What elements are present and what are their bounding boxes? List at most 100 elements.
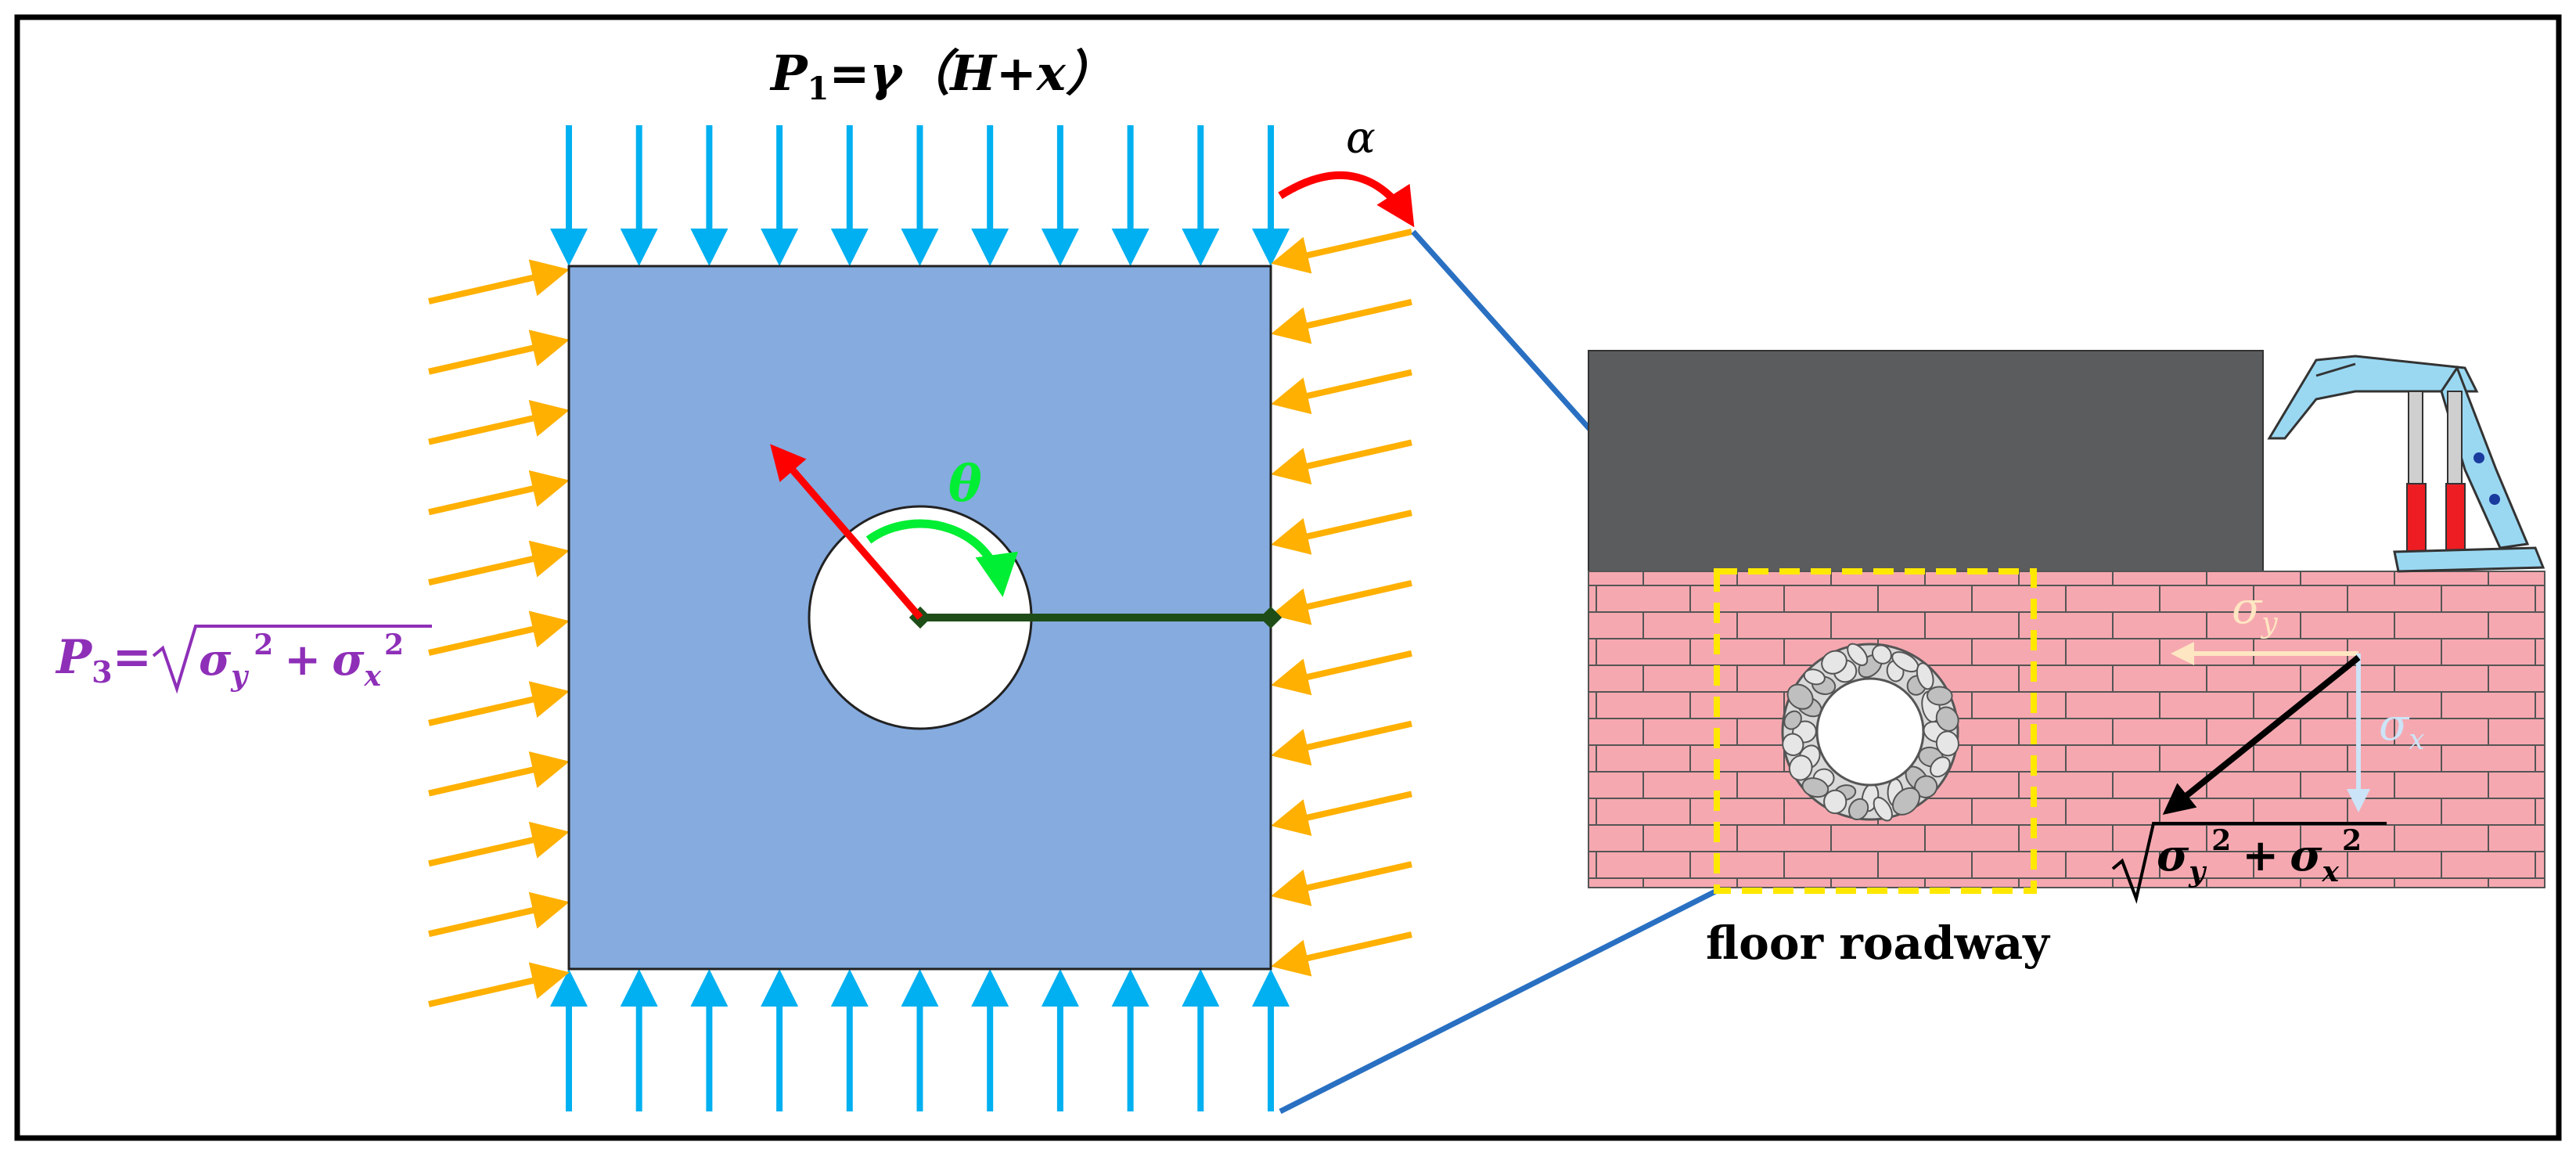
res-sigma-x: σ	[2290, 830, 2322, 881]
horizontal-load-arrow-left	[428, 540, 570, 586]
sigma-y-label: σy	[2232, 583, 2278, 639]
p1-label: P1=γ（H+x）	[769, 45, 1114, 107]
rock-fragment	[1801, 777, 1829, 798]
horizontal-load-arrow-left	[428, 611, 570, 656]
p3-square-1: 2	[254, 629, 273, 661]
rock-fragment	[1891, 787, 1920, 816]
sigma-y-symbol: σ	[2232, 583, 2263, 634]
p3-symbol: P	[55, 630, 93, 685]
horizontal-load-arrow-right	[1271, 931, 1412, 977]
rock-fragment	[1916, 662, 1934, 690]
horizontal-load-arrow-right	[1271, 229, 1412, 274]
res-sigma-y: σ	[2157, 830, 2189, 881]
floor-roadway-label: floor roadway	[1706, 917, 2051, 970]
horizontal-load-arrow-left	[428, 681, 570, 726]
alpha-arc-arrow	[1278, 171, 1415, 228]
rock-fragment	[1935, 706, 1959, 732]
res-sigma-y-sub: y	[2188, 855, 2207, 888]
p1-expression: =γ（H+x）	[829, 45, 1114, 102]
gob-area	[1588, 350, 2264, 572]
sigma-y-subscript: y	[2260, 607, 2278, 639]
horizontal-load-arrow-right	[1271, 510, 1412, 555]
p3-sigma-y: σ	[199, 634, 232, 686]
rock-fragment	[1935, 730, 1959, 757]
red-radius-arrow	[770, 444, 923, 620]
p1-symbol: P	[769, 45, 809, 102]
vertical-load-arrows	[550, 125, 1290, 1111]
connector-line-bottom	[1279, 888, 1718, 1115]
res-square-2: 2	[2342, 824, 2362, 857]
theta-arc-arrow	[865, 519, 1019, 597]
resultant-stress-arrow	[2162, 654, 2361, 816]
p3-square-2: 2	[384, 629, 404, 661]
support-pin-2	[2489, 494, 2500, 505]
rock-fragment	[1788, 755, 1813, 781]
support-cylinder-rear	[2406, 483, 2427, 555]
horizontal-load-arrow-right	[1271, 720, 1412, 766]
theta-label: θ	[948, 455, 982, 513]
floor-strata	[1588, 571, 2545, 888]
resultant-sqrt-sign	[2111, 822, 2387, 904]
resultant-formula: σy2+σx2	[2111, 822, 2387, 904]
rock-fragment	[1871, 644, 1892, 665]
horizontal-load-arrow-right	[1271, 650, 1412, 696]
p3-sigma-y-sub: y	[230, 660, 249, 693]
p3-formula: P3= σy2+σx2	[55, 625, 432, 694]
p3-subscript: 3	[92, 654, 112, 690]
p3-sqrt-sign	[152, 625, 432, 694]
res-square-1: 2	[2211, 824, 2231, 857]
sigma-x-subscript: x	[2409, 724, 2424, 756]
rock-fragment	[1783, 710, 1802, 730]
horizontal-load-arrow-left	[428, 751, 570, 797]
roadway-zone-box	[1714, 568, 2037, 894]
p3-sigma-x-sub: x	[364, 660, 382, 693]
support-canopy	[2267, 355, 2479, 440]
horizontal-load-arrow-left	[428, 400, 570, 445]
rock-fragment	[1823, 789, 1847, 815]
p3-label: P3=	[55, 630, 152, 690]
horizontal-load-arrow-right	[1271, 861, 1412, 906]
p3-plus: +	[284, 634, 321, 686]
rock-fragment	[1782, 733, 1804, 757]
hydraulic-support	[2267, 355, 2545, 573]
horizontal-load-arrow-left	[428, 891, 570, 938]
broken-rock-zone	[1781, 643, 1959, 822]
sigma-x-symbol: σ	[2379, 700, 2410, 751]
rock-fragment	[1927, 686, 1953, 706]
horizontal-load-arrow-left	[428, 330, 570, 375]
rock-fragment	[1803, 668, 1826, 686]
edge-node	[1259, 606, 1283, 629]
res-sigma-x-sub: x	[2322, 855, 2340, 888]
support-link	[2315, 362, 2356, 377]
rock-fragment	[1821, 650, 1847, 675]
p3-sigma-x: σ	[332, 634, 365, 686]
resultant-radicand: σy2+σx2	[2157, 824, 2362, 888]
horizontal-load-arrows	[428, 229, 1412, 1007]
rock-fragment	[1847, 643, 1869, 666]
horizontal-load-arrow-left	[428, 821, 570, 867]
alpha-label: α	[1346, 113, 1376, 164]
support-base	[2393, 546, 2545, 573]
horizontal-load-arrow-left	[428, 470, 570, 516]
horizontal-load-arrow-left	[428, 962, 570, 1007]
horizontal-load-arrow-right	[1271, 298, 1412, 344]
p1-subscript: 1	[808, 70, 829, 107]
horizontal-load-arrow-right	[1271, 369, 1412, 415]
horizontal-load-arrow-left	[428, 259, 570, 304]
rock-fragment	[1930, 756, 1951, 778]
floor-roadway-opening	[1815, 677, 1925, 787]
rock-fragment	[1847, 798, 1869, 820]
rock-fragment	[1786, 683, 1814, 710]
horizontal-load-arrow-right	[1271, 580, 1412, 625]
res-plus: +	[2242, 830, 2279, 881]
horizontal-load-arrow-right	[1271, 439, 1412, 484]
support-pin-1	[2473, 452, 2484, 463]
horizontal-load-arrow-right	[1271, 791, 1412, 836]
support-cylinder-front	[2445, 483, 2466, 555]
sigma-x-label: σx	[2379, 700, 2425, 756]
p3-radicand: σy2+σx2	[199, 629, 404, 693]
rock-fragment	[1873, 796, 1893, 822]
p3-equals: =	[113, 630, 152, 685]
